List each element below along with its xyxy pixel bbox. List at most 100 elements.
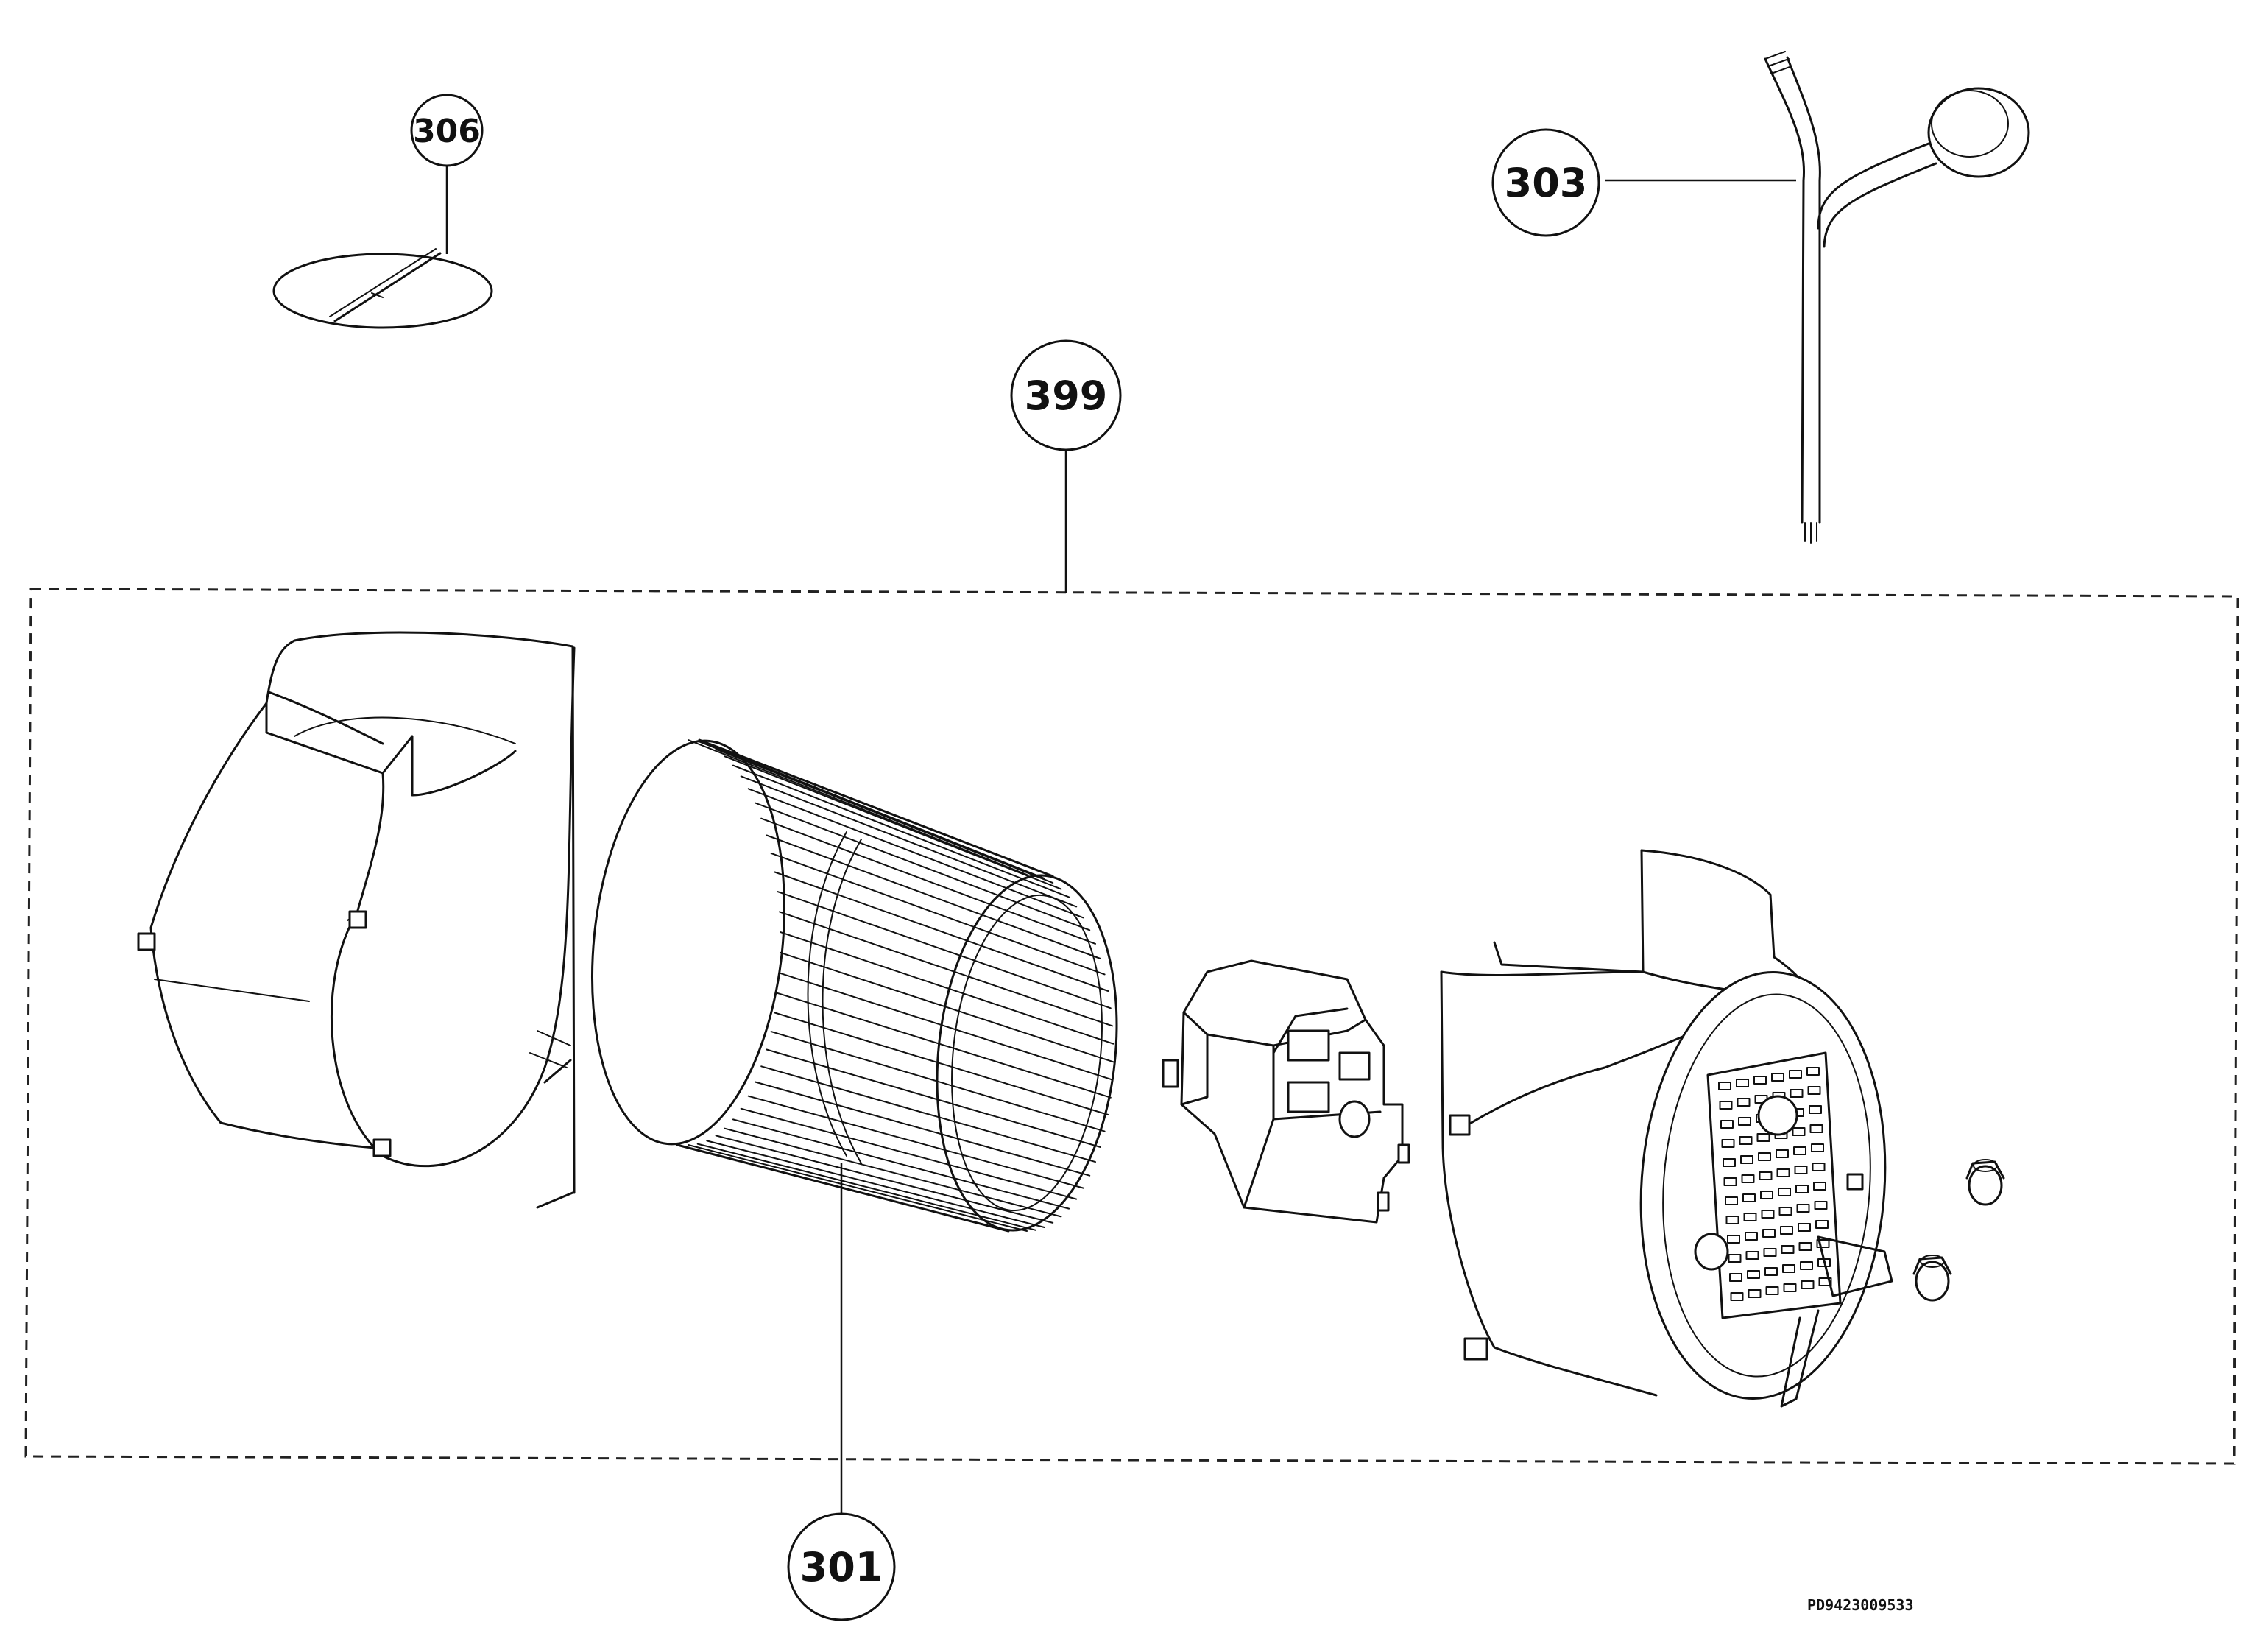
grille-slot xyxy=(1809,1124,1823,1133)
grille-slot xyxy=(1741,1174,1755,1183)
grille-slot xyxy=(1798,1242,1812,1251)
fan-blade xyxy=(760,817,1096,945)
callout-303-label: 303 xyxy=(1505,160,1588,206)
callout-301-label: 301 xyxy=(800,1544,883,1590)
fan-blade xyxy=(740,1107,1078,1200)
callout-306: 306 xyxy=(410,94,484,254)
part-fan-housing-right xyxy=(1440,849,1893,1408)
grille-slot xyxy=(1807,1086,1821,1095)
fan-blade xyxy=(724,1127,1062,1218)
motor-vent-grille xyxy=(1718,1067,1832,1301)
grille-slot xyxy=(1780,1226,1793,1235)
grille-slot xyxy=(1723,1177,1737,1186)
fan-blade xyxy=(780,931,1114,1045)
fan-blade xyxy=(766,1048,1101,1148)
fan-blade xyxy=(724,755,1062,890)
fan-blade xyxy=(688,739,1028,875)
callout-303: 303 xyxy=(1491,128,1796,237)
fan-blade xyxy=(777,992,1112,1099)
grille-slot xyxy=(1718,1082,1731,1090)
grille-slot xyxy=(1725,1196,1738,1205)
grille-slot xyxy=(1778,1207,1792,1216)
grille-slot xyxy=(1764,1267,1778,1276)
fan-blade xyxy=(732,1118,1070,1210)
grille-slot xyxy=(1739,1136,1753,1145)
grille-slot xyxy=(1753,1076,1767,1085)
fan-blade xyxy=(770,1031,1106,1132)
part-fan-housing-left xyxy=(137,631,576,1209)
grille-slot xyxy=(1794,1166,1808,1174)
grille-slot xyxy=(1778,1188,1791,1196)
grille-slot xyxy=(1760,1191,1773,1199)
assembly-399-frame xyxy=(24,588,2239,1465)
fan-blade xyxy=(747,1095,1084,1189)
fan-blade xyxy=(747,788,1084,919)
callout-399: 399 xyxy=(1010,339,1122,593)
fan-blade xyxy=(706,743,1045,879)
grille-slot xyxy=(1781,1245,1795,1254)
grille-slot xyxy=(1727,1235,1740,1244)
grille-slot xyxy=(1728,1254,1742,1263)
fan-blade xyxy=(766,834,1101,959)
grille-slot xyxy=(1814,1201,1828,1210)
fan-blade xyxy=(754,802,1091,931)
fan-blade xyxy=(770,852,1106,976)
fan-blade xyxy=(732,764,1070,898)
grille-slot xyxy=(1761,1210,1775,1219)
grille-slot xyxy=(1745,1251,1759,1260)
grille-slot xyxy=(1720,1120,1734,1129)
grille-slot xyxy=(1782,1264,1795,1273)
fan-blade xyxy=(780,951,1114,1063)
grille-slot xyxy=(1747,1270,1760,1279)
part-motor-block xyxy=(1162,959,1410,1224)
grille-slot xyxy=(1792,1127,1806,1136)
part-cap-lower xyxy=(1912,1255,1952,1302)
fan-blade xyxy=(715,748,1054,884)
grille-slot xyxy=(1723,1158,1736,1167)
grille-slot xyxy=(1756,1133,1770,1142)
part-306-filter-disc xyxy=(272,248,493,329)
grille-slot xyxy=(1806,1067,1820,1076)
grille-slot xyxy=(1796,1204,1810,1213)
grille-slot xyxy=(1743,1213,1757,1221)
fan-blade xyxy=(774,871,1109,992)
grille-slot xyxy=(1730,1292,1744,1301)
grille-slot xyxy=(1800,1261,1813,1270)
grille-slot xyxy=(1737,1098,1751,1107)
grille-slot xyxy=(1809,1105,1822,1114)
fan-blade xyxy=(688,1144,1028,1232)
grille-slot xyxy=(1745,1232,1758,1241)
fan-blades xyxy=(688,739,1114,1232)
grille-slot xyxy=(1815,1220,1829,1229)
drawing-code: PD9423009533 xyxy=(1807,1596,1914,1614)
grille-slot xyxy=(1736,1079,1749,1087)
grille-slot xyxy=(1813,1182,1826,1191)
grille-slot xyxy=(1725,1216,1739,1224)
grille-slot xyxy=(1812,1163,1826,1171)
grille-slot xyxy=(1783,1283,1797,1292)
fan-blade xyxy=(754,1081,1091,1177)
grille-slot xyxy=(1793,1146,1806,1155)
part-cap-upper xyxy=(1965,1159,2005,1206)
part-301-fan-wheel xyxy=(590,738,1118,1233)
grille-slot xyxy=(1816,1239,1830,1248)
fan-blade xyxy=(779,911,1114,1027)
callout-399-label: 399 xyxy=(1025,373,1108,419)
fan-blade xyxy=(715,1135,1054,1224)
grille-slot xyxy=(1762,1229,1776,1238)
grille-slot xyxy=(1758,1152,1771,1161)
grille-slot xyxy=(1776,1149,1789,1158)
grille-slot xyxy=(1763,1248,1777,1257)
grille-slot xyxy=(1776,1168,1790,1177)
grille-slot xyxy=(1729,1273,1742,1282)
fan-blade xyxy=(740,775,1078,908)
fan-blade xyxy=(779,972,1114,1081)
grille-slot xyxy=(1798,1223,1811,1232)
grille-slot xyxy=(1740,1155,1753,1164)
grille-slot xyxy=(1801,1280,1815,1289)
grille-slot xyxy=(1748,1289,1762,1298)
grille-slot xyxy=(1738,1117,1751,1126)
callout-301: 301 xyxy=(787,1163,896,1621)
grille-slot xyxy=(1790,1089,1804,1098)
